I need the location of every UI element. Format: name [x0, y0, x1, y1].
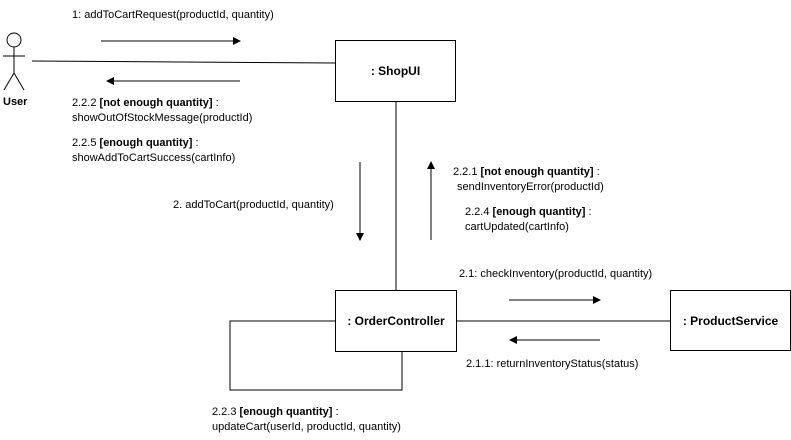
message-2-2-4-guard: [enough quantity]	[492, 206, 586, 218]
message-2-2-5-label: 2.2.5 [enough quantity] : showAddToCartS…	[72, 137, 236, 164]
message-2-label: 2. addToCart(productId, quantity)	[173, 199, 334, 211]
message-2-2-4-call: cartUpdated(cartInfo)	[465, 221, 569, 233]
message-2-2-2-call: showOutOfStockMessage(productId)	[72, 112, 253, 124]
message-2-1-1-label: 2.1.1: returnInventoryStatus(status)	[466, 358, 639, 370]
link-user-shopui	[31, 60, 336, 64]
ordercontroller-object[interactable]: : OrderController	[335, 290, 457, 352]
productservice-object-label: : ProductService	[682, 313, 779, 328]
ordercontroller-object-label: : OrderController	[347, 314, 445, 328]
message-2-1-label: 2.1: checkInventory(productId, quantity)	[459, 268, 653, 280]
message-1-label: 1: addToCartRequest(productId, quantity)	[72, 9, 274, 21]
message-2-2-1-call: sendInventoryError(productId)	[457, 181, 604, 193]
message-2-2-4-label: 2.2.4 [enough quantity] : cartUpdated(ca…	[465, 206, 592, 233]
user-actor-label: User	[3, 96, 28, 108]
message-2-2-2-guard: [not enough quantity]	[99, 97, 213, 109]
message-2-2-3-call: updateCart(userId, productId, quantity)	[212, 421, 401, 433]
user-actor-figure	[3, 32, 25, 91]
self-link-ordercontroller	[229, 320, 403, 391]
shopui-object[interactable]: : ShopUI	[335, 40, 456, 102]
message-2-2-1-label: 2.2.1 [not enough quantity] : sendInvent…	[453, 166, 604, 193]
message-2-2-3-guard: [enough quantity]	[239, 406, 333, 418]
message-2-2-1-guard: [not enough quantity]	[480, 166, 594, 178]
message-2-2-5-call: showAddToCartSuccess(cartInfo)	[72, 152, 236, 164]
productservice-object[interactable]: : ProductService	[670, 290, 791, 351]
message-2-2-2-label: 2.2.2 [not enough quantity] : showOutOfS…	[72, 97, 253, 124]
shopui-object-label: : ShopUI	[370, 64, 421, 78]
message-2-2-3-label: 2.2.3 [enough quantity] : updateCart(use…	[212, 406, 401, 433]
message-2-2-5-guard: [enough quantity]	[99, 137, 193, 149]
